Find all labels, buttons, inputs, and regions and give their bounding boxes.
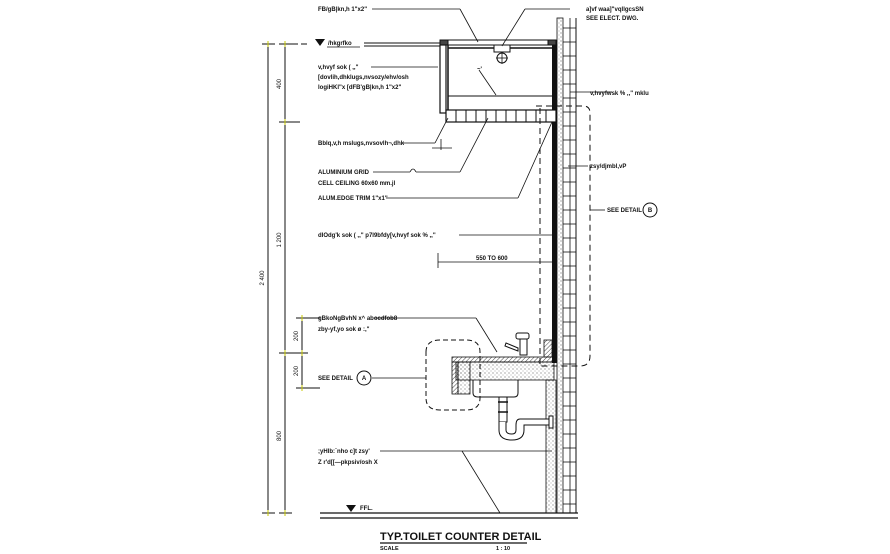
dim-lower: 800 xyxy=(277,430,283,441)
dim-counter-lower: 200 xyxy=(294,365,300,376)
note-counter-1: gBkoNgBvhN x^ abocdfob8 xyxy=(318,316,398,322)
dim-mirror-offset: 550 TO 600 xyxy=(476,256,508,262)
note-wall-base-2: Z r'd[[—pkpsiv/osh X xyxy=(318,460,378,466)
note-grid-1: ALUMINIUM GRID xyxy=(318,170,370,176)
callout-a-circle-icon xyxy=(356,370,372,386)
callout-detail-b[interactable]: SEE DETAIL B xyxy=(607,202,658,218)
note-wall-finish: v,hvyfwsk % ,," mklu xyxy=(590,91,649,97)
detail-b-boundary xyxy=(536,105,591,367)
floor-level-label: FFL. xyxy=(360,506,373,512)
ceiling-level-label: /hkgrfko xyxy=(328,41,352,47)
callout-b-label: SEE DETAIL xyxy=(607,208,642,214)
note-see-elect: SEE ELECT. DWG. xyxy=(586,16,639,22)
note-box-3: logiHKl"x [dFB'gB|kn,h 1"x2" xyxy=(318,85,401,91)
floor-line: FFL. xyxy=(320,505,578,519)
scale-label: SCALE xyxy=(380,546,399,552)
dimension-chain xyxy=(262,43,320,514)
callout-detail-a[interactable]: SEE DETAIL A xyxy=(318,370,372,386)
note-ceiling: Bblq,v,h mslugs,nvsovlh¬,dhk xyxy=(318,141,405,147)
p-trap-icon xyxy=(498,396,554,441)
note-counter-2: zby-yf,yo sok ø :," xyxy=(318,327,370,333)
note-top-trim: FB/gB|kn,h 1"x2" xyxy=(318,7,367,13)
dim-total: 2 400 xyxy=(260,270,266,286)
leader-lines xyxy=(371,8,612,514)
dim-middle: 1 200 xyxy=(277,232,283,248)
light-box: ~' xyxy=(439,39,557,123)
note-mirror: dIOdg'k sok ( ,," p7l9bfdy[v,hvyf sok % … xyxy=(318,233,436,239)
callout-a-tag: A xyxy=(362,376,367,382)
note-grid-2: CELL CEILING 60x60 mm.jl xyxy=(318,181,396,187)
note-box-2: [dovlih,dhklugs,nvsozy/ehv/osh xyxy=(318,75,409,81)
wall xyxy=(552,17,577,514)
callout-b-circle-icon xyxy=(642,202,658,218)
faucet-icon xyxy=(504,332,530,356)
callout-a-label: SEE DETAIL xyxy=(318,376,353,382)
note-edge-trim: ALUM.EDGE TRIM 1"x1" xyxy=(318,196,388,202)
scale-value: 1 : 10 xyxy=(496,546,510,552)
dimension-ticks xyxy=(267,41,303,516)
note-box-1: v,hvyf sok ( ,," xyxy=(318,65,359,71)
ceiling-level-marker: /hkgrfko xyxy=(292,39,440,48)
note-wall-base-1: ;yHlb:`nho c]t zsy' xyxy=(318,449,370,455)
vanity-counter xyxy=(425,332,557,514)
floor-level-triangle-icon xyxy=(346,505,356,512)
drawing-title: TYP.TOILET COUNTER DETAIL xyxy=(380,531,542,543)
callout-b-tag: B xyxy=(648,208,653,214)
sink-basin xyxy=(472,380,519,398)
detail-a-boundary xyxy=(425,339,481,411)
note-tile: zsy/djmbl,vP xyxy=(590,164,626,170)
note-light-fixture: a]vf waa]"vqllgcsSN xyxy=(586,7,644,13)
svg-text:~': ~' xyxy=(477,67,483,73)
dim-upper: 400 xyxy=(277,78,283,89)
dim-counter-upper: 200 xyxy=(294,330,300,341)
level-triangle-icon xyxy=(315,39,325,46)
